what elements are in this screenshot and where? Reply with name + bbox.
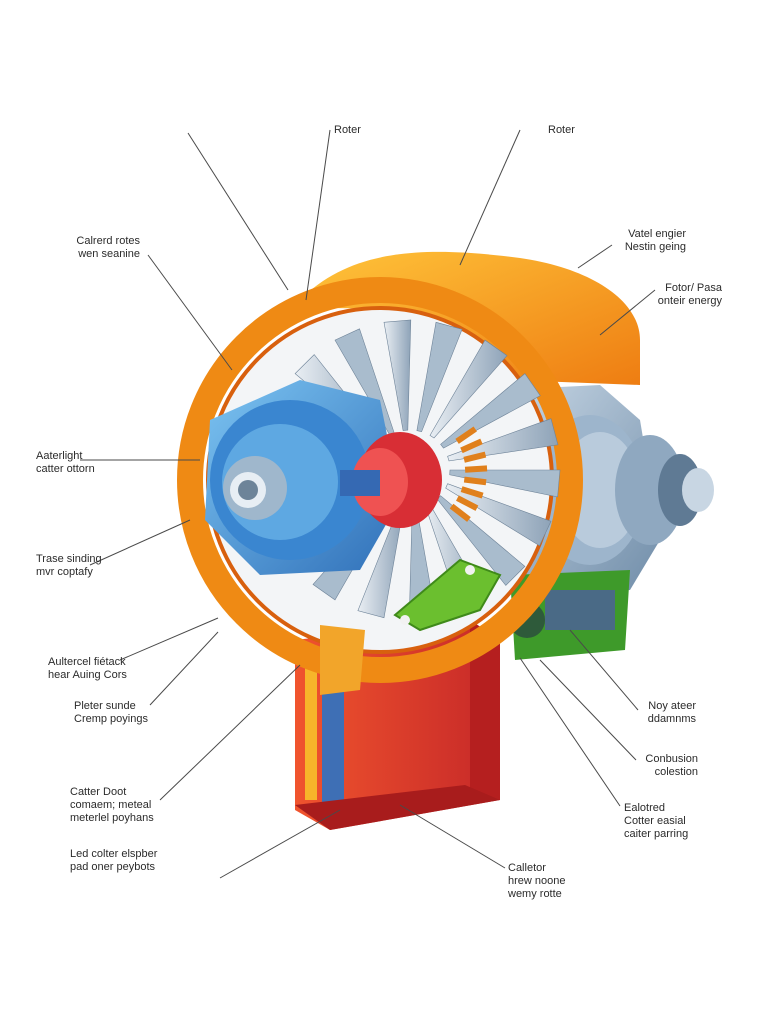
fan-blade (416, 321, 463, 433)
leader-line (305, 129, 331, 301)
fan-blade (429, 339, 508, 439)
green-bracket (393, 558, 502, 632)
blade-root-accent (464, 465, 488, 473)
leader-line (219, 809, 341, 879)
blade-root-accent (455, 426, 477, 444)
blue-hub (205, 380, 400, 575)
blade-root-accent (463, 451, 487, 463)
leader-line (577, 244, 613, 269)
fan-blade (440, 373, 541, 449)
leader-line (89, 519, 191, 566)
leader-line (569, 629, 639, 711)
blade-root-accent (456, 495, 479, 511)
blade-root-accent (449, 503, 471, 522)
leader-line (599, 289, 656, 336)
fan-blade (445, 483, 552, 547)
leader-line (459, 129, 521, 266)
fan-blade (447, 418, 559, 462)
leader-line (539, 659, 637, 761)
label-top-left: Roter (334, 124, 361, 136)
leader-line (119, 617, 219, 661)
label-top-right: Roter (548, 124, 575, 136)
blade-root-accent (460, 438, 483, 454)
leader-line (399, 804, 506, 869)
fan-blade (449, 469, 561, 498)
leader-line (187, 132, 289, 291)
leader-line (159, 664, 301, 801)
blade-root-accent (460, 486, 484, 499)
leader-line (147, 254, 233, 371)
leader-line (519, 657, 621, 807)
leader-line (149, 631, 219, 706)
leader-lines (80, 129, 656, 879)
ring-foot (320, 625, 365, 695)
fan-blade (383, 319, 412, 431)
red-shaft-collar (340, 432, 442, 528)
blade-root-accent (463, 476, 487, 486)
